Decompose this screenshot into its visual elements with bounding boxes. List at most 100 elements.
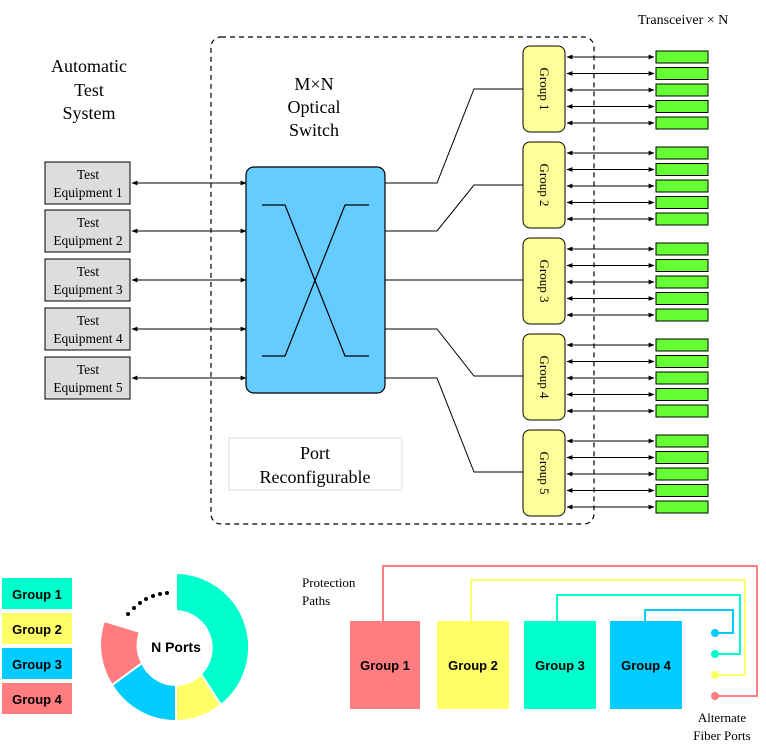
transceiver-box <box>655 338 709 352</box>
transceiver-box <box>655 179 709 193</box>
transceiver-box <box>655 404 709 418</box>
transceiver-box <box>655 451 709 464</box>
bottom-group-4: Group 4 <box>610 621 682 709</box>
ats-title: Automatic Test System <box>51 56 127 123</box>
transceiver-box <box>655 83 709 97</box>
svg-text:Group 4: Group 4 <box>537 356 552 399</box>
transceiver-label: Transceiver × N <box>638 13 729 28</box>
fiber-port-dot <box>711 692 719 700</box>
protection-label: Protection Paths <box>302 575 356 608</box>
svg-text:Equipment 2: Equipment 2 <box>53 233 122 248</box>
transceiver-box <box>655 434 709 448</box>
alternate-fiber-ports <box>711 629 719 700</box>
transceiver-box <box>655 146 709 160</box>
transceiver-array <box>566 50 709 514</box>
equipment-arrows <box>131 180 247 381</box>
fiber-port-dot <box>711 629 719 637</box>
optical-switch-block <box>245 166 386 394</box>
svg-text:Equipment 5: Equipment 5 <box>53 380 123 395</box>
bottom-group-1: Group 1 <box>350 621 420 709</box>
svg-text:Test: Test <box>77 167 100 182</box>
test-equipment-5: Test Equipment 5 <box>44 356 131 400</box>
group-box-3: Group 3 <box>522 237 566 325</box>
svg-text:Port: Port <box>300 443 330 463</box>
svg-text:Equipment 1: Equipment 1 <box>53 185 122 200</box>
svg-text:Equipment 4: Equipment 4 <box>53 331 123 346</box>
svg-text:Automatic: Automatic <box>51 56 127 76</box>
svg-text:System: System <box>62 103 115 123</box>
svg-text:Test: Test <box>74 80 104 100</box>
group-box-1: Group 1 <box>522 45 566 133</box>
transceiver-box <box>655 467 709 481</box>
svg-text:Fiber Ports: Fiber Ports <box>693 728 750 743</box>
fiber-port-dot <box>711 671 719 679</box>
svg-text:Test: Test <box>77 362 100 377</box>
ellipsis-dots <box>126 591 169 616</box>
svg-text:Group 4: Group 4 <box>621 658 672 673</box>
svg-text:Group 3: Group 3 <box>535 658 585 673</box>
transceiver-box <box>655 371 709 385</box>
transceiver-box <box>655 50 709 64</box>
svg-text:Group 1: Group 1 <box>360 658 410 673</box>
transceiver-box <box>655 292 709 305</box>
svg-text:Paths: Paths <box>302 593 330 608</box>
svg-text:Test: Test <box>77 215 100 230</box>
group-box-2: Group 2 <box>522 141 566 229</box>
svg-text:Switch: Switch <box>289 120 339 140</box>
test-equipment-1: Test Equipment 1 <box>44 161 131 205</box>
svg-text:Reconfigurable: Reconfigurable <box>260 467 371 487</box>
protection-paths <box>382 565 758 697</box>
donut-segment-group-4 <box>99 619 144 687</box>
svg-text:Alternate: Alternate <box>698 710 747 725</box>
svg-text:Test: Test <box>77 313 100 328</box>
transceiver-box <box>655 275 709 289</box>
transceiver-box <box>655 500 709 514</box>
transceiver-box <box>655 484 709 497</box>
group-box-4: Group 4 <box>522 333 566 421</box>
switch-title: M×N Optical Switch <box>288 74 341 140</box>
transceiver-box <box>655 388 709 401</box>
port-reconfigurable-box: Port Reconfigurable <box>228 437 403 491</box>
legend-group-2: Group 2 <box>2 613 72 644</box>
svg-text:Group 2: Group 2 <box>537 164 552 207</box>
transceiver-box <box>655 259 709 272</box>
transceiver-box <box>655 196 709 209</box>
test-equipment-2: Test Equipment 2 <box>44 209 131 253</box>
switch-to-group-lines <box>385 88 523 473</box>
ports-donut: N Ports <box>99 571 250 723</box>
svg-text:Test: Test <box>77 264 100 279</box>
group-box-5: Group 5 <box>522 429 566 517</box>
test-equipment-4: Test Equipment 4 <box>44 307 131 351</box>
svg-text:M×N: M×N <box>294 74 333 94</box>
svg-text:Group 2: Group 2 <box>12 622 62 637</box>
transceiver-box <box>655 67 709 80</box>
svg-text:Group 1: Group 1 <box>537 68 552 111</box>
svg-text:Protection: Protection <box>302 575 356 590</box>
test-equipment-3: Test Equipment 3 <box>44 258 131 302</box>
transceiver-box <box>655 355 709 368</box>
transceiver-box <box>655 242 709 256</box>
svg-text:Group 3: Group 3 <box>537 260 552 303</box>
transceiver-box <box>655 163 709 176</box>
svg-text:Equipment 3: Equipment 3 <box>53 282 123 297</box>
svg-text:Group 5: Group 5 <box>537 452 552 495</box>
legend-group-3: Group 3 <box>2 648 72 679</box>
donut-label: N Ports <box>151 639 201 655</box>
legend-group-1: Group 1 <box>2 578 72 609</box>
transceiver-box <box>655 116 709 130</box>
transceiver-box <box>655 100 709 113</box>
svg-text:Group 2: Group 2 <box>448 658 498 673</box>
fiber-port-dot <box>711 650 719 658</box>
legend-group-4: Group 4 <box>2 683 72 714</box>
transceiver-box <box>655 212 709 226</box>
svg-text:Group 1: Group 1 <box>12 587 62 602</box>
svg-text:Optical: Optical <box>288 97 341 117</box>
bottom-group-3: Group 3 <box>524 621 596 709</box>
alternate-label: Alternate Fiber Ports <box>693 710 750 743</box>
transceiver-box <box>655 308 709 322</box>
svg-text:Group 3: Group 3 <box>12 657 62 672</box>
svg-text:Group 4: Group 4 <box>12 692 63 707</box>
donut-segment-group-1 <box>175 571 250 707</box>
bottom-group-2: Group 2 <box>437 621 509 709</box>
